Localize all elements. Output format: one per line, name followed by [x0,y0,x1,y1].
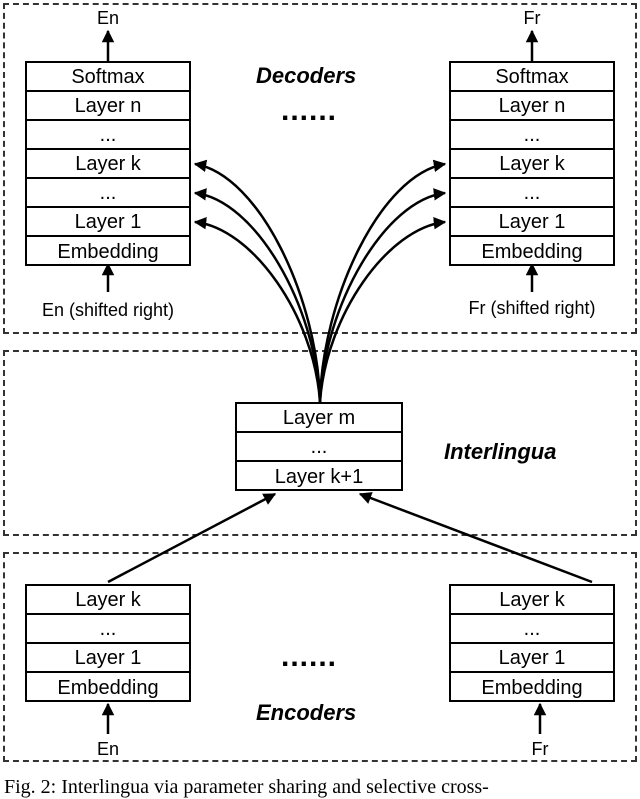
interlingua-panel [3,350,637,536]
right-encoder-embedding: Embedding [481,676,583,699]
left-encoder-embedding: Embedding [57,676,159,699]
figure-caption: Fig. 2: Interlingua via parameter sharin… [4,776,489,798]
left-encoder-layer-k: Layer k [27,586,189,615]
right-decoder-embedding: Embedding [481,240,583,263]
right-encoder-input-label: Fr [531,739,549,759]
left-decoder-softmax: Softmax [27,63,189,92]
left-decoder-stack: Softmax Layer n ... Layer k ... Layer 1 … [25,61,191,266]
decoders-panel [3,3,637,334]
left-encoder-layer-1: Layer 1 [27,644,189,673]
decoders-title: Decoders [256,63,357,88]
curve-to-right-layer-1 [318,216,447,403]
left-decoder-output-label: En [96,8,120,28]
curve-to-left-ellipsis [193,188,322,403]
curve-to-right-ellipsis [318,188,447,403]
arrow-right-encoder-to-interlingua [358,492,593,584]
left-decoder-layer-k: Layer k [27,150,189,179]
interlingua-layer-m: Layer m [237,404,401,433]
right-decoder-softmax: Softmax [451,63,613,92]
left-decoder-layer-n: Layer n [27,92,189,121]
right-decoder-ellipsis-lower: ... [451,179,613,208]
left-decoder-layer-1: Layer 1 [27,208,189,237]
curve-to-left-layer-1 [193,216,322,403]
left-decoder-embedding: Embedding [57,240,159,263]
interlingua-layer-k-plus-1: Layer k+1 [274,465,364,488]
left-encoder-input-label: En [96,739,120,759]
left-decoder-ellipsis-lower: ... [27,179,189,208]
right-decoder-layer-k: Layer k [451,150,613,179]
left-decoder-ellipsis-upper: ... [27,121,189,150]
right-encoder-ellipsis: ... [451,615,613,644]
right-decoder-stack: Softmax Layer n ... Layer k ... Layer 1 … [449,61,615,266]
interlingua-title: Interlingua [444,439,557,464]
left-decoder-input-label: En (shifted right) [41,300,175,320]
right-decoder-layer-n: Layer n [451,92,613,121]
interlingua-stack: Layer m ... Layer k+1 [235,402,403,491]
right-encoder-layer-k: Layer k [451,586,613,615]
interlingua-ellipsis: ... [237,433,401,462]
left-encoder-stack: Layer k ... Layer 1 Embedding [25,584,191,702]
encoders-dots: ...... [281,640,338,673]
right-decoder-layer-1: Layer 1 [451,208,613,237]
right-decoder-output-label: Fr [523,8,541,28]
right-encoder-layer-1: Layer 1 [451,644,613,673]
encoders-title: Encoders [256,700,357,725]
arrow-left-encoder-to-interlingua [107,492,277,584]
right-encoder-stack: Layer k ... Layer 1 Embedding [449,584,615,702]
encoders-panel [3,552,637,762]
right-decoder-ellipsis-upper: ... [451,121,613,150]
curve-to-right-layer-k [318,159,447,403]
right-decoder-input-label: Fr (shifted right) [468,298,596,318]
curve-to-left-layer-k [193,159,322,403]
left-encoder-ellipsis: ... [27,615,189,644]
decoders-dots: ...... [281,94,338,127]
